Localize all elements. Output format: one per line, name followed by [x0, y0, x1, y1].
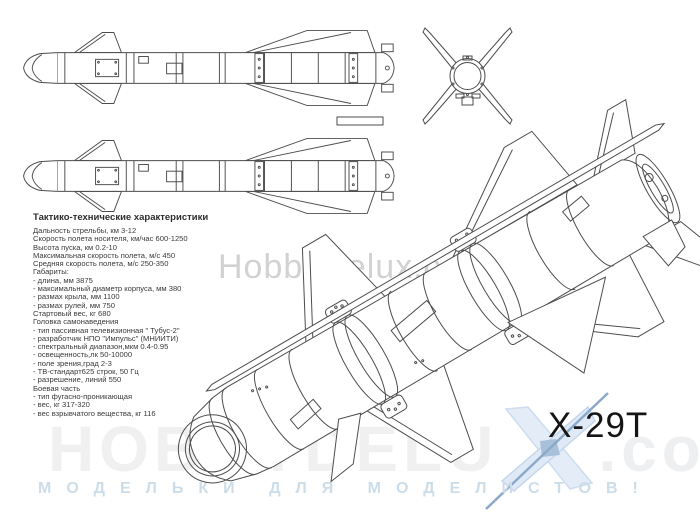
- spec-line: Стартовый вес, кг 680: [33, 308, 111, 318]
- spec-line: - освещенность,лк 50-10000: [33, 350, 133, 360]
- spec-line: Боевая часть: [33, 383, 81, 393]
- spec-line: - размах крыла, мм 1100: [33, 292, 120, 302]
- watermark-big-suffix: .com: [598, 413, 700, 485]
- plan-view-drawing: [23, 138, 395, 214]
- spec-line: - размах рулей, мм 750: [33, 300, 115, 310]
- spec-line: Габариты:: [33, 267, 69, 277]
- spec-line: - разрешение, линий 550: [33, 375, 122, 385]
- missile-name-label: X-29T: [548, 406, 649, 445]
- spec-line: Высота пуска, км 0.2-10: [33, 242, 117, 252]
- perspective-view-drawing: [177, 98, 700, 484]
- side-view-drawing: [23, 30, 395, 106]
- spec-line: Дальность стрельбы, км 3-12: [33, 226, 137, 235]
- spec-line: Головка самонаведения: [33, 317, 119, 327]
- spec-line: Средняя скорость полета, м/с 250-350: [33, 259, 169, 269]
- spec-line: - тип фугасно-проникающая: [33, 391, 133, 401]
- hobbydelux-x-logo-icon: [485, 392, 610, 510]
- detail-part-drawing: [336, 116, 384, 126]
- specs-title: Тактико-технические характеристики: [33, 212, 209, 223]
- spec-line: - разработчик НПО "Импульс" (МНИИТИ): [33, 333, 179, 343]
- watermark-slogan: модельки для моделистов!: [38, 480, 653, 497]
- spec-line: Максимальная скорость полета, м/с 450: [33, 250, 176, 260]
- front-view-drawing: [422, 27, 513, 125]
- spec-line: - спектральный диапазон,мкм 0.4-0.95: [33, 342, 169, 352]
- specs-block: Тактико-технические характеристики Дальн…: [33, 212, 208, 418]
- spec-line: Скорость полета носителя, км/час 600-125…: [33, 234, 188, 244]
- spec-line: - длина, мм 3875: [33, 275, 93, 285]
- spec-line: - вес, кг 317-320: [33, 400, 90, 410]
- spec-line: - максимальный диаметр корпуса, мм 380: [33, 284, 182, 294]
- spec-line: - тип пассивная телевизионная " Тубус-2": [33, 325, 180, 335]
- spec-line: - вес взрывчатого вещества, кг 116: [33, 408, 156, 418]
- spec-line: - поле зрения,град 2-3: [33, 358, 112, 368]
- spec-line: - ТВ-стандарт625 строк, 50 Гц: [33, 367, 139, 377]
